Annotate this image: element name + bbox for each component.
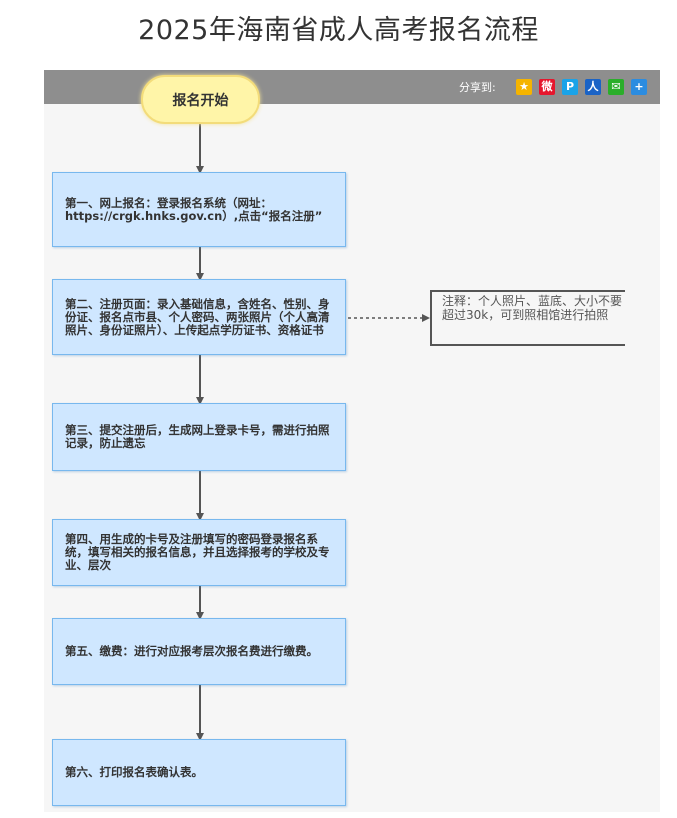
renren-icon[interactable]: 人 — [585, 79, 601, 95]
start-node: 报名开始 — [141, 75, 260, 124]
step-3-text: 第三、提交注册后，生成网上登录卡号，需进行拍照记录，防止遗忘 — [65, 423, 330, 450]
annotation-note-text: 注释：个人照片、蓝底、大小不要超过30k，可到照相馆进行拍照 — [442, 294, 623, 322]
page-title: 2025年海南省成人高考报名流程 — [138, 15, 539, 46]
step-6-box: 第六、打印报名表确认表。 — [52, 739, 346, 806]
step-2-text: 第二、注册页面：录入基础信息，含姓名、性别、身份证、报名点市县、个人密码、两张照… — [65, 296, 330, 337]
step-4-text: 第四、用生成的卡号及注册填写的密码登录报名系统，填写相关的报名信息，并且选择报考… — [65, 532, 330, 572]
share-label: 分享到: — [459, 81, 496, 94]
tencent-weibo-icon[interactable]: P — [562, 79, 578, 95]
annotation-note: 注释：个人照片、蓝底、大小不要超过30k，可到照相馆进行拍照 — [430, 290, 625, 346]
step-6-text: 第六、打印报名表确认表。 — [65, 765, 203, 779]
step-4-box: 第四、用生成的卡号及注册填写的密码登录报名系统，填写相关的报名信息，并且选择报考… — [52, 519, 346, 586]
connectors — [196, 122, 430, 741]
step-1-box: 第一、网上报名：登录报名系统（网址：https://crgk.hnks.gov.… — [52, 172, 346, 247]
weibo-icon[interactable]: 微 — [539, 79, 555, 95]
step-5-box: 第五、缴费：进行对应报考层次报名费进行缴费。 — [52, 618, 346, 685]
step-2-box: 第二、注册页面：录入基础信息，含姓名、性别、身份证、报名点市县、个人密码、两张照… — [52, 279, 346, 355]
step-5-text: 第五、缴费：进行对应报考层次报名费进行缴费。 — [65, 644, 318, 658]
more-icon[interactable]: + — [631, 79, 647, 95]
step-1-text: 第一、网上报名：登录报名系统（网址：https://crgk.hnks.gov.… — [65, 195, 323, 223]
qzone-icon[interactable]: ★ — [516, 79, 532, 95]
step-3-box: 第三、提交注册后，生成网上登录卡号，需进行拍照记录，防止遗忘 — [52, 403, 346, 471]
wechat-icon[interactable]: ✉ — [608, 79, 624, 95]
flowchart: 分享到: ★ 微 P 人 ✉ + 报名开始 第一、网上报名：登录报名系统（网址：… — [44, 70, 660, 812]
